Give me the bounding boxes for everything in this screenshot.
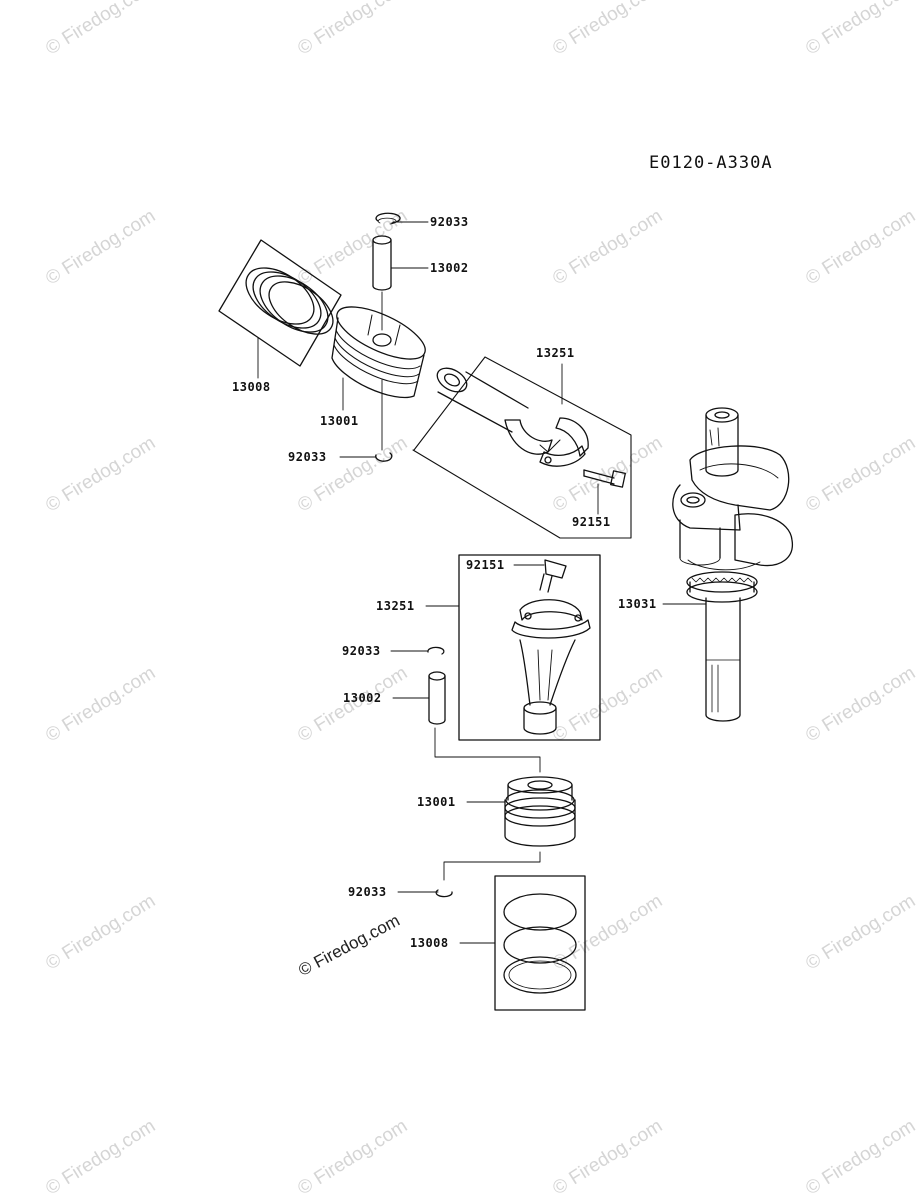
callout-snap-ring-top: 92033 [430,215,469,229]
pin-guide-line [443,851,541,881]
snap-ring-mid [427,646,445,655]
callout-bolt-top: 92151 [572,515,611,529]
connecting-rod-top [412,356,632,539]
callout-snap-ring-mid: 92033 [342,644,381,658]
connecting-rod-bottom [458,554,601,741]
piston-bottom [504,776,576,847]
callout-ring-set-top: 13008 [232,380,271,394]
callout-snap-ring-bottom: 92033 [348,885,387,899]
piston-ring-set-bottom [494,875,586,1011]
callout-crankshaft: 13031 [618,597,657,611]
piston-pin-bottom [428,671,446,725]
snap-ring-bottom [435,889,453,898]
callout-pin-bottom: 13002 [343,691,382,705]
callout-bolt-bottom: 92151 [466,558,505,572]
pin-guide-line [434,727,541,773]
callout-conrod-bottom: 13251 [376,599,415,613]
callout-ring-set-bottom: 13008 [410,936,449,950]
piston-pin-top [372,235,392,291]
callout-pin-top: 13002 [430,261,469,275]
leader-lines [257,221,707,944]
bolt-top [583,469,626,488]
piston-ring-set-top [218,239,342,367]
callout-piston-top: 13001 [320,414,359,428]
crankshaft [672,407,793,722]
callout-snap-ring-left: 92033 [288,450,327,464]
callout-piston-bottom: 13001 [417,795,456,809]
snap-ring-top [375,212,401,225]
piston-top [331,306,426,399]
callout-conrod-top: 13251 [536,346,575,360]
diagram-code: E0120-A330A [649,153,773,173]
snap-ring-left [375,452,393,462]
